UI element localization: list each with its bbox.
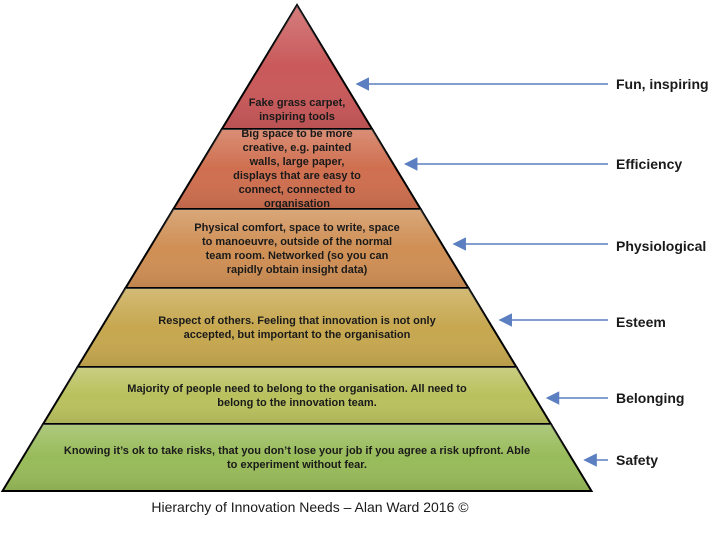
tier-text-esteem: Respect of others. Feeling that innovati… [158,314,436,341]
need-label-safety: Safety [616,452,659,468]
need-label-esteem: Esteem [616,314,666,330]
tier-text-efficiency: Big space to be more creative, e.g. pain… [233,128,361,210]
tier-text-belonging: Majority of people need to belong to the… [127,382,467,409]
diagram-caption: Hierarchy of Innovation Needs – Alan War… [151,499,469,515]
need-label-belonging: Belonging [616,390,685,406]
tier-shade-esteem [77,288,517,367]
need-label-fun-inspiring: Fun, inspiring [616,76,709,92]
tier-shade-safety [2,424,592,491]
tier-text-physiological: Physical comfort, space to write, space … [194,221,400,276]
tier-text-safety: Knowing it’s ok to take risks, that you … [63,444,531,471]
tier-shade-belonging [43,367,551,424]
need-label-efficiency: Efficiency [616,156,683,172]
tier-shade-efficiency [173,129,421,209]
need-label-physiological: Physiological [616,238,707,254]
tier-shade-fun-inspiring [221,5,373,129]
tier-text-fun-inspiring: Fake grass carpet, inspiring tools [248,96,346,123]
tier-shade-physiological [125,209,469,288]
